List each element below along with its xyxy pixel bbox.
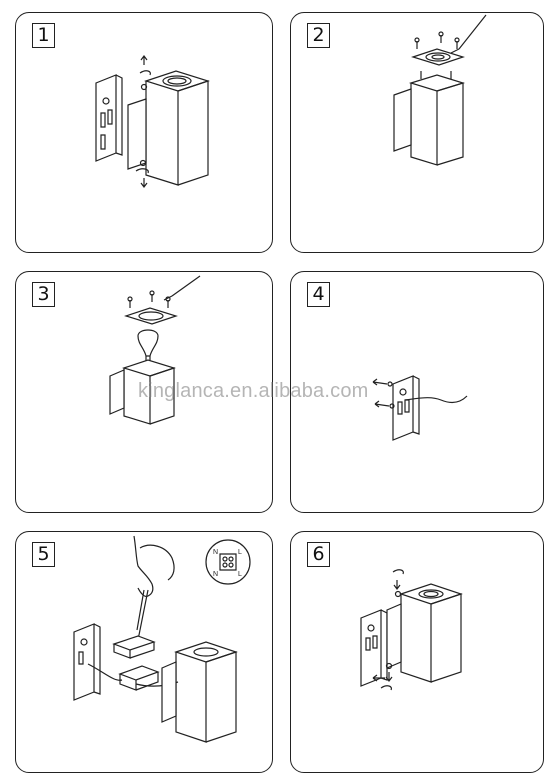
insert-bulb-illustration <box>16 272 274 514</box>
wiring-l-label: L <box>238 549 242 556</box>
step-2-panel: 2 <box>290 12 544 253</box>
step-4-panel: 4 <box>290 271 544 513</box>
step-number: 4 <box>307 282 330 307</box>
wiring-n-label: N <box>213 549 218 556</box>
watermark: kinglanca.en.alibaba.com <box>138 380 369 402</box>
step-6-panel: 6 <box>290 531 544 773</box>
remove-cover-plate-illustration <box>291 13 545 254</box>
step-number: 5 <box>32 542 55 567</box>
wiring-l-label: L <box>238 571 242 578</box>
step-number: 6 <box>307 542 330 567</box>
step-number: 2 <box>307 23 330 48</box>
step-1-panel: 1 <box>15 12 273 253</box>
wiring-illustration <box>16 532 274 774</box>
step-number: 3 <box>32 282 55 307</box>
remove-bracket-illustration <box>16 13 274 254</box>
step-5-panel: 5 N L N L <box>15 531 273 773</box>
wiring-detail-labels: N L N L <box>213 549 242 578</box>
mount-bracket-illustration <box>291 272 545 514</box>
step-number: 1 <box>32 23 55 48</box>
wiring-n-label: N <box>213 571 218 578</box>
step-3-panel: 3 <box>15 271 273 513</box>
reattach-housing-illustration <box>291 532 545 774</box>
